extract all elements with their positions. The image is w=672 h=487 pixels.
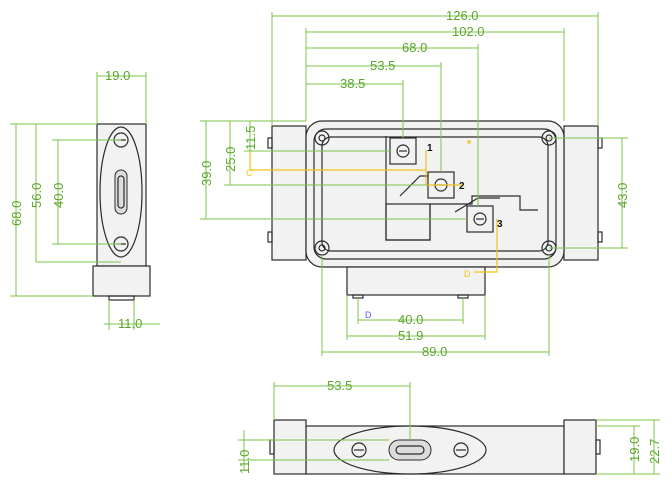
top-dim-126: 126.0	[446, 8, 479, 23]
pin-label-2: 2	[459, 181, 465, 192]
front-screw-right	[453, 442, 469, 458]
front-cable-port	[388, 439, 432, 461]
screw-tl	[314, 130, 330, 146]
top-dim-43: 43.0	[615, 183, 630, 208]
side-dim-11: 11.0	[118, 316, 142, 331]
top-right-cap	[563, 125, 599, 261]
front-left-cap	[273, 419, 307, 475]
highlight-path-1	[249, 150, 426, 171]
mark-d2: D	[365, 310, 372, 320]
top-left-cap	[271, 125, 307, 261]
side-dim-19: 19.0	[105, 68, 130, 83]
side-dim-68: 68.0	[9, 201, 24, 226]
front-dim-22-7: 22.7	[647, 439, 662, 464]
side-base	[92, 265, 151, 297]
side-flange	[99, 126, 143, 258]
top-dim-25: 25.0	[223, 147, 238, 172]
side-dim-40: 40.0	[51, 183, 66, 208]
top-view: 1 2 3 C D D	[246, 120, 603, 320]
top-dim-68: 68.0	[402, 40, 427, 55]
top-dimensions: 126.0 102.0 68.0 53.5 38.5 39.0 25.0 11.…	[199, 8, 630, 359]
side-view	[92, 123, 151, 301]
mark-c: C	[246, 168, 253, 178]
top-dim-11-5: 11.5	[243, 126, 258, 150]
pin-label-3: 3	[497, 219, 503, 230]
mark-d1: D	[464, 269, 471, 279]
top-dim-39: 39.0	[199, 161, 214, 186]
front-dim-53-5: 53.5	[327, 378, 352, 393]
top-dim-38-5: 38.5	[340, 76, 365, 91]
highlight-path-3	[474, 219, 498, 273]
front-right-cap	[563, 419, 597, 475]
terminal-1	[389, 137, 417, 165]
front-screw-left	[351, 442, 367, 458]
side-dim-56: 56.0	[29, 183, 44, 208]
top-dim-89: 89.0	[422, 344, 447, 359]
top-base-block	[346, 266, 486, 296]
top-dim-102: 102.0	[452, 24, 485, 39]
pin-label-1: 1	[427, 143, 433, 154]
top-dim-40: 40.0	[398, 312, 423, 327]
front-view	[269, 419, 601, 475]
top-dim-53-5: 53.5	[370, 58, 395, 73]
front-dimensions: 53.5 11.0 19.0 22.7	[237, 378, 662, 475]
top-dim-51-9: 51.9	[398, 328, 423, 343]
side-dimensions: 19.0 68.0 56.0 40.0 11.0	[9, 68, 160, 331]
front-dim-11: 11.0	[237, 450, 252, 474]
front-dim-19: 19.0	[627, 437, 642, 462]
